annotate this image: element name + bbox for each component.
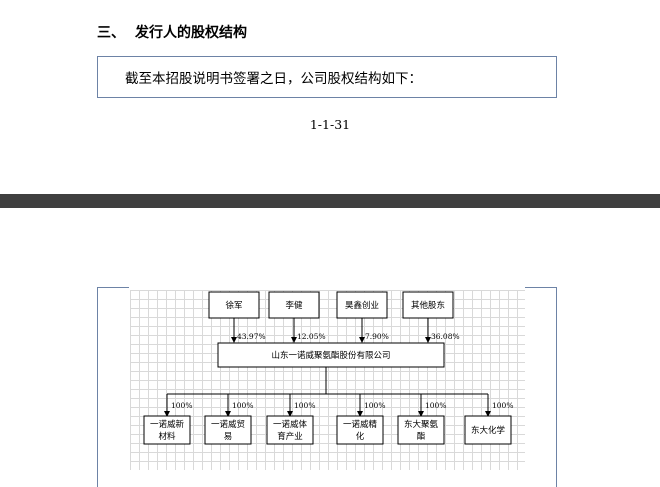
- subsidiary-box: [336, 415, 384, 445]
- ownership-percentage: 7.90%: [365, 332, 389, 341]
- subsidiary-name-line: 一诺威新: [150, 419, 185, 430]
- subsidiary-percentage: 100%: [171, 401, 192, 410]
- subsidiary-name-line: 材料: [158, 431, 176, 442]
- subsidiary-name-line: 一诺威体: [273, 419, 308, 430]
- subsidiary-name-line: 一诺威精: [343, 419, 378, 430]
- subsidiary-name-line: 东大聚氨: [404, 419, 439, 430]
- section-heading: 三、发行人的股权结构: [97, 22, 247, 42]
- ownership-percentage: 43.97%: [237, 332, 266, 341]
- subsidiary-percentage: 100%: [294, 401, 315, 410]
- subsidiary-box: [266, 415, 314, 445]
- shareholder-box: [208, 291, 260, 319]
- subsidiary-name-line: 一诺威贸: [211, 419, 245, 430]
- section-number: 三、: [97, 25, 125, 41]
- ownership-percentage: 36.08%: [431, 332, 460, 341]
- subsidiary-percentage: 100%: [492, 401, 513, 410]
- shareholder-name: 其他股东: [411, 300, 445, 311]
- figure-frame: [97, 287, 557, 487]
- page-separator: [0, 194, 660, 208]
- subsidiary-percentage: 100%: [232, 401, 253, 410]
- subsidiary-name-line: 易: [224, 432, 233, 442]
- shareholder-name: 李健: [285, 300, 303, 311]
- shareholder-box: [336, 291, 388, 319]
- company-box: [217, 342, 445, 368]
- shareholder-name: 徐军: [225, 300, 242, 311]
- subsidiary-box: [143, 415, 191, 445]
- subsidiary-box: [204, 415, 252, 445]
- subsidiary-name-line: 育产业: [277, 431, 303, 442]
- document-page-top: 三、发行人的股权结构 截至本招股说明书签署之日，公司股权结构如下： 1-1-31: [0, 0, 660, 194]
- ownership-percentage: 12.05%: [297, 332, 326, 341]
- subsidiary-name-line: 酯: [417, 432, 426, 442]
- intro-text: 截至本招股说明书签署之日，公司股权结构如下：: [125, 71, 422, 87]
- subsidiary-name: 东大化学: [471, 425, 506, 436]
- subsidiary-percentage: 100%: [425, 401, 446, 410]
- subsidiary-box: [397, 415, 445, 445]
- subsidiary-name-line: 化: [356, 431, 365, 442]
- company-name: 山东一诺威聚氨酯股份有限公司: [271, 350, 390, 361]
- section-title: 发行人的股权结构: [135, 25, 247, 41]
- page-number: 1-1-31: [309, 117, 351, 132]
- subsidiary-box: [464, 415, 512, 445]
- ownership-structure-chart: 徐军 43.97% 李健 12.05% 昊鑫创业 7.90% 其他股东 36.08% 山东一诺威…: [130, 290, 525, 470]
- subsidiary-percentage: 100%: [364, 401, 385, 410]
- ownership-structure-svg: 徐军 43.97% 李健 12.05% 昊鑫创业 7.90% 其他股东 36.08% 山东一诺威…: [143, 291, 513, 445]
- intro-text-box: 截至本招股说明书签署之日，公司股权结构如下：: [97, 56, 557, 98]
- shareholder-name: 昊鑫创业: [345, 300, 379, 311]
